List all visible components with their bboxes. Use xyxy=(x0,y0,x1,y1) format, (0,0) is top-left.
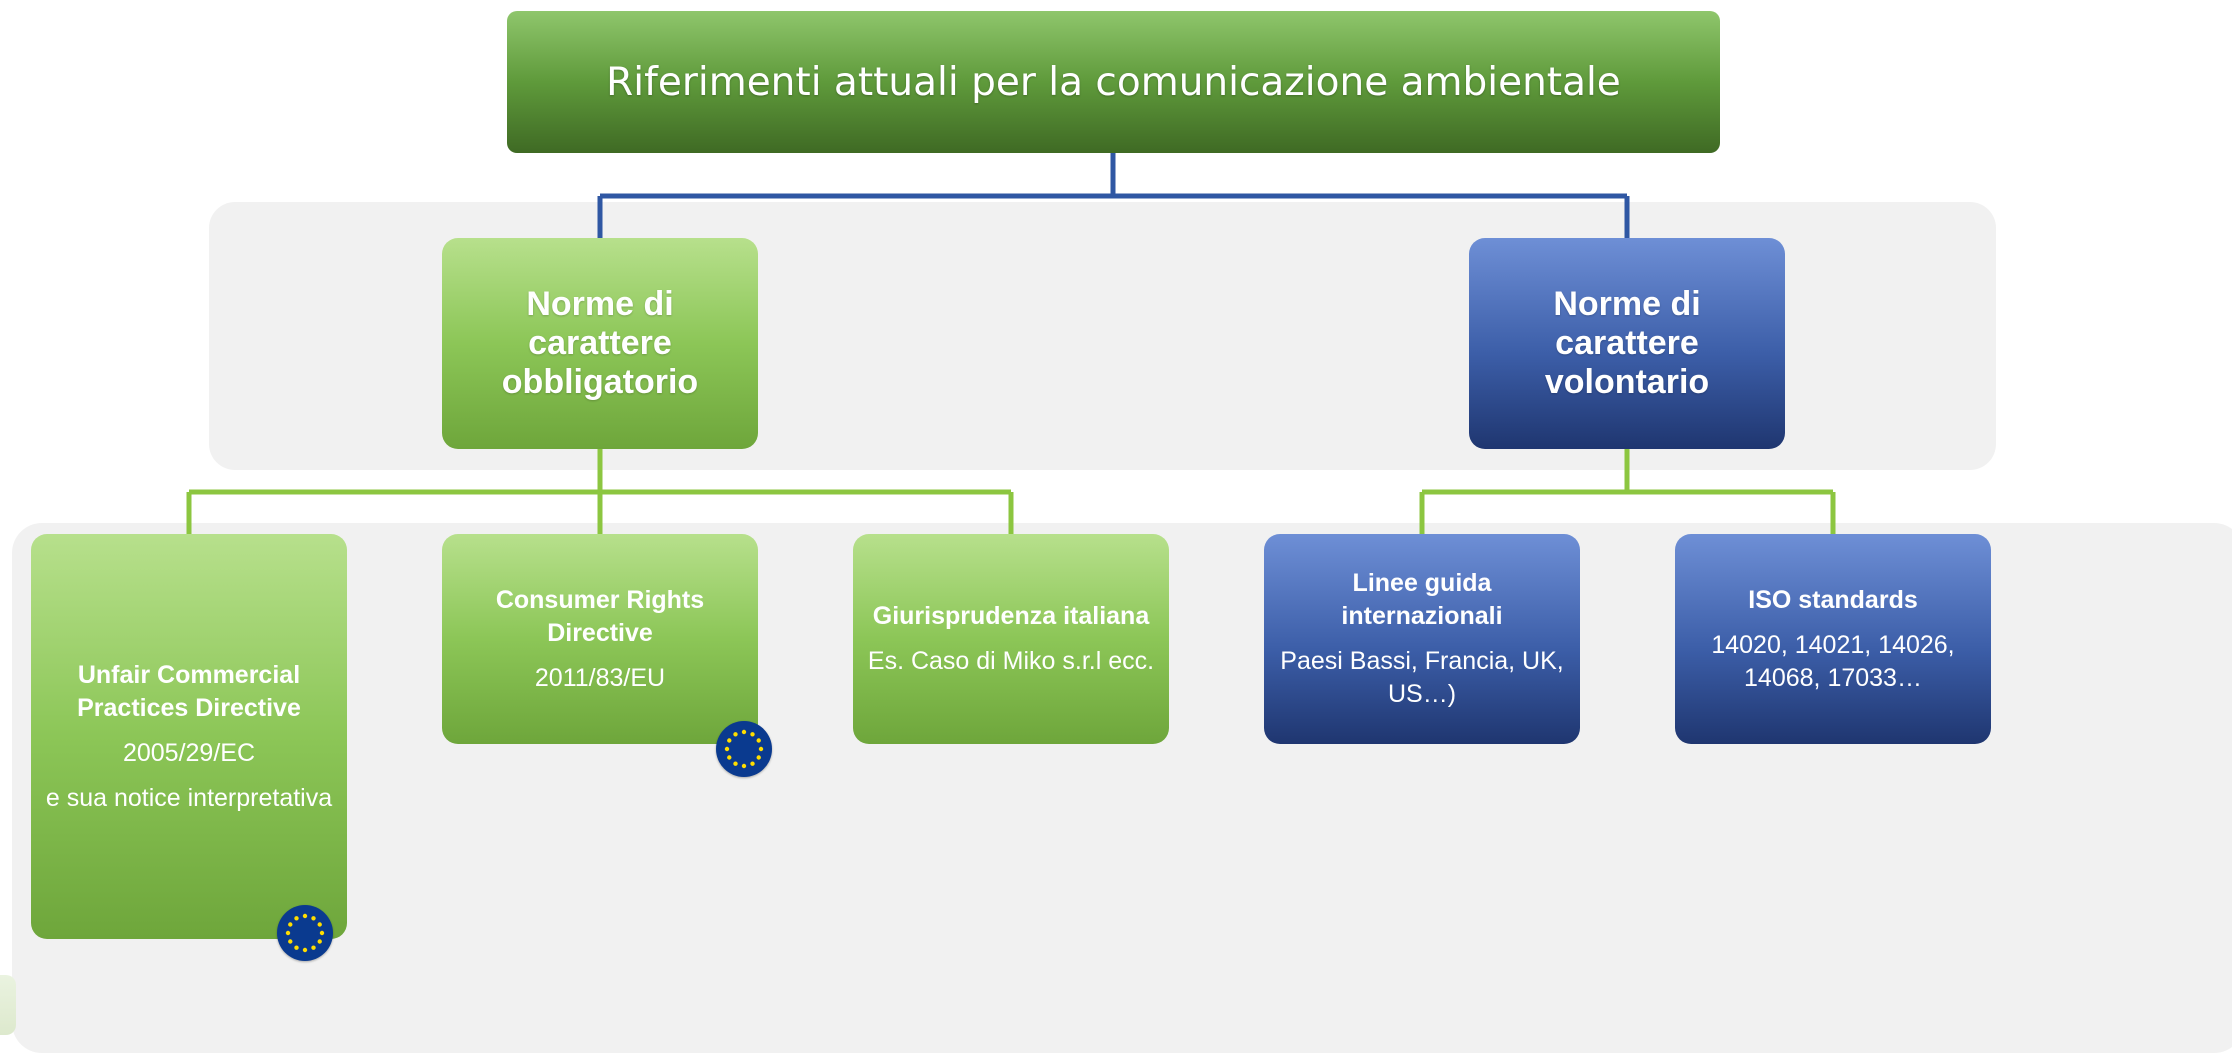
eu-star xyxy=(733,761,738,766)
eu-star xyxy=(756,755,761,760)
eu-star xyxy=(302,913,308,919)
eu-star xyxy=(302,947,308,953)
leaf-linee-guida: Linee guida internazionali Paesi Bassi, … xyxy=(1264,534,1580,744)
eu-star xyxy=(727,755,732,760)
root-node: Riferimenti attuali per la comunicazione… xyxy=(507,11,1720,153)
leaf-crd-title: Consumer Rights Directive xyxy=(495,585,705,647)
root-to-categories-line xyxy=(597,153,1630,238)
eu-star xyxy=(741,729,747,735)
eu-star xyxy=(756,738,761,743)
eu-star xyxy=(724,746,730,752)
mandatory-connectors xyxy=(186,449,1014,534)
leaf-giurisprudenza-detail: Es. Caso di Miko s.r.l ecc. xyxy=(867,647,1155,675)
leaf-ucpd-note: e sua notice interpretativa xyxy=(45,783,333,812)
leaf-crd: Consumer Rights Directive 2011/83/EU xyxy=(442,534,758,744)
eu-flag-icon xyxy=(277,905,333,961)
category-voluntary-title: Norme di carattere volontario xyxy=(1544,285,1710,401)
root-connectors xyxy=(597,153,1630,238)
root-title: Riferimenti attuali per la comunicazione… xyxy=(606,59,1621,105)
mandatory-to-leaves-line xyxy=(186,449,1014,534)
eu-star xyxy=(311,916,316,921)
eu-star xyxy=(758,746,764,752)
eu-star xyxy=(750,761,755,766)
leaf-crd-detail: 2011/83/EU xyxy=(534,663,666,692)
eu-star xyxy=(727,738,732,743)
eu-star xyxy=(319,930,325,936)
leaf-ucpd-detail: 2005/29/EC xyxy=(122,738,256,767)
category-mandatory-title: Norme di carattere obbligatorio xyxy=(501,285,699,401)
leaf-giurisprudenza-title: Giurisprudenza italiana xyxy=(872,602,1150,630)
eu-star xyxy=(311,945,316,950)
eu-star xyxy=(288,939,293,944)
voluntary-to-leaves-line xyxy=(1419,449,1836,534)
leaf-linee-guida-detail: Paesi Bassi, Francia, UK, US…) xyxy=(1280,647,1564,708)
eu-star xyxy=(285,930,291,936)
leaf-iso-detail: 14020, 14021, 14026, 14068, 17033… xyxy=(1711,630,1955,692)
eu-flag-icon xyxy=(716,721,772,777)
leaf-iso-standards: ISO standards 14020, 14021, 14026, 14068… xyxy=(1675,534,1991,744)
eu-star xyxy=(750,732,755,737)
category-mandatory: Norme di carattere obbligatorio xyxy=(442,238,758,449)
eu-star xyxy=(741,763,747,769)
eu-star xyxy=(294,945,299,950)
leaf-ucpd: Unfair Commercial Practices Directive 20… xyxy=(31,534,347,939)
decorative-edge xyxy=(0,975,16,1035)
leaf-ucpd-title: Unfair Commercial Practices Directive xyxy=(77,660,301,722)
eu-star xyxy=(288,922,293,927)
eu-star xyxy=(294,916,299,921)
eu-star xyxy=(317,922,322,927)
eu-star xyxy=(317,939,322,944)
leaf-iso-title: ISO standards xyxy=(1748,585,1918,614)
leaf-giurisprudenza: Giurisprudenza italiana Es. Caso di Miko… xyxy=(853,534,1169,744)
eu-star xyxy=(733,732,738,737)
category-voluntary: Norme di carattere volontario xyxy=(1469,238,1785,449)
leaf-linee-guida-title: Linee guida internazionali xyxy=(1341,569,1503,630)
voluntary-connectors xyxy=(1419,449,1836,534)
